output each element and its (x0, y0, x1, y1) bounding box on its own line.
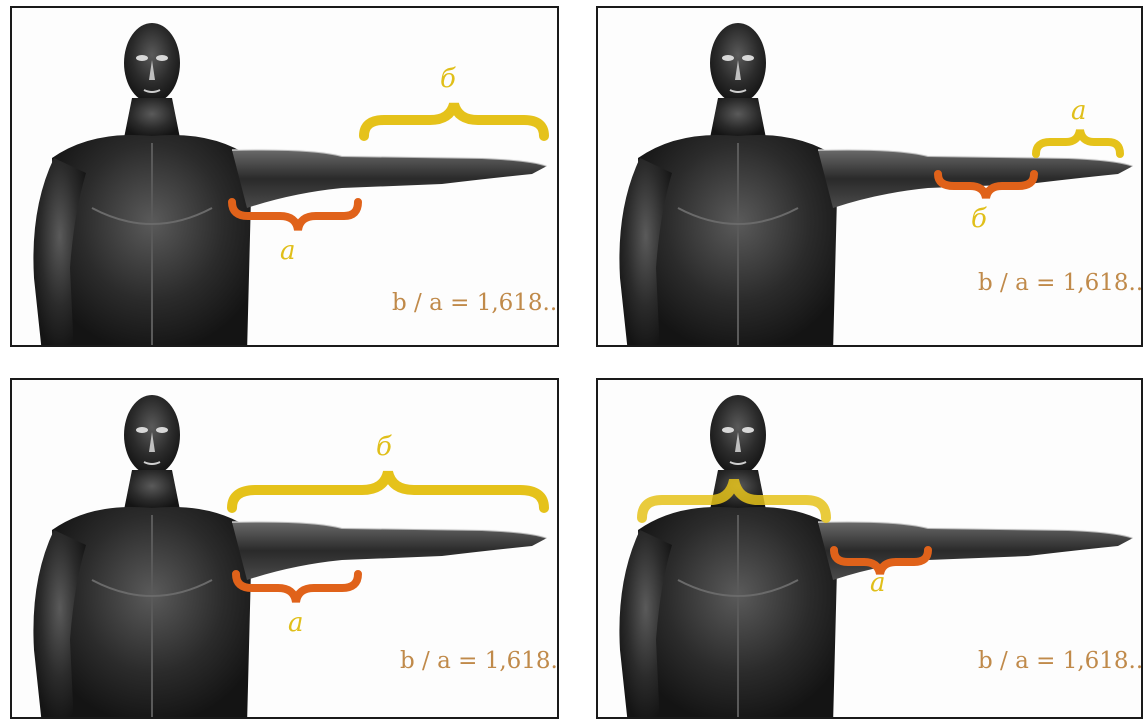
golden-ratio-formula: b / a = 1,618... (978, 270, 1143, 296)
golden-ratio-formula: b / a = 1,618... (400, 648, 559, 674)
brace-a (236, 574, 358, 602)
golden-ratio-formula: b / a = 1,618... (392, 290, 559, 316)
figure-illustration (598, 8, 1143, 347)
golden-ratio-formula: b / a = 1,618... (978, 648, 1143, 674)
brace-a (1036, 130, 1120, 154)
label-a: a (870, 568, 886, 598)
label-a: a (280, 236, 296, 266)
panel-4: a b / a = 1,618... (596, 378, 1143, 719)
label-a: a (1071, 96, 1087, 126)
label-b: б (376, 432, 392, 462)
brace-b (232, 472, 544, 508)
panel-1: б a b / a = 1,618... (10, 6, 559, 347)
brace-b (364, 104, 544, 136)
panel-2: a б b / a = 1,618... (596, 6, 1143, 347)
label-b: б (440, 64, 456, 94)
label-a: a (288, 608, 304, 638)
panel-3: б a b / a = 1,618... (10, 378, 559, 719)
label-b: б (971, 204, 987, 234)
